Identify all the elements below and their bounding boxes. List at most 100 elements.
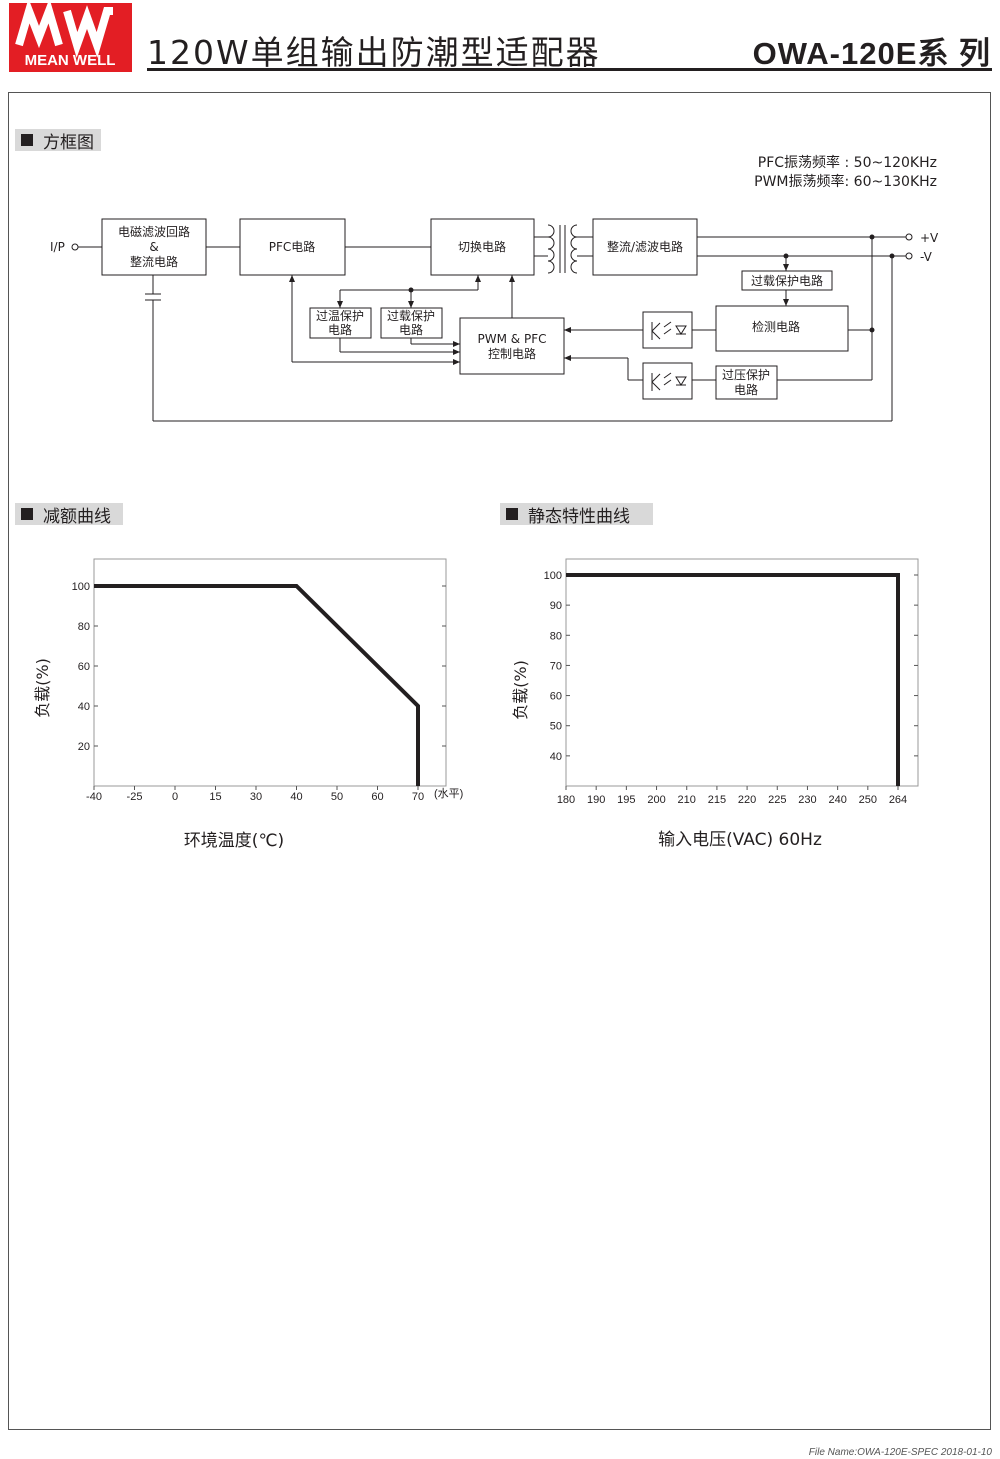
x-tick-label: 250: [859, 794, 877, 806]
section-static: 静态特性曲线: [500, 503, 653, 527]
y-tick-label: 40: [550, 751, 562, 763]
block-ovp: [715, 365, 778, 400]
frequency-notes: PFC振荡频率 : 50~120KHz PWM振荡频率: 60~130KHz: [730, 154, 937, 192]
x-tick-label: 264: [889, 794, 907, 806]
block-label: 过载保护电路: [751, 273, 823, 288]
y-tick-label: 60: [78, 661, 90, 673]
block-label: 切换电路: [458, 239, 506, 254]
x-tick-label: 0: [172, 791, 178, 803]
optocoupler-2: [642, 362, 693, 400]
block-label: 整流电路: [130, 254, 178, 269]
x-axis-ticks: -40 -25 0 15 30 40 50 60 70: [86, 786, 424, 803]
optocoupler-icon: [651, 321, 687, 340]
block-label: 电路: [328, 322, 352, 337]
x-tick-label: 195: [617, 794, 635, 806]
optocoupler-icon: [651, 372, 687, 391]
mean-well-logo: MEAN WELL: [9, 0, 132, 72]
x-tick-label: 225: [768, 794, 786, 806]
x-tick-label: 60: [371, 791, 383, 803]
x-tick-label: 215: [708, 794, 726, 806]
block-label: PFC电路: [269, 239, 316, 254]
section-title: 方框图: [43, 132, 94, 153]
y-tick-label: 20: [78, 741, 90, 753]
x-tick-label: 230: [798, 794, 816, 806]
block-label: 电路: [399, 322, 423, 337]
x-tick-label: 240: [828, 794, 846, 806]
y-tick-label: 90: [550, 600, 562, 612]
plot-frame: [93, 558, 447, 787]
block-olp-right: [741, 270, 833, 291]
square-bullet-icon: [21, 508, 33, 520]
content-frame: [8, 92, 991, 1430]
x-tick-label: 70: [412, 791, 424, 803]
block-label: 整流/滤波电路: [607, 239, 683, 254]
block-label: PWM & PFC: [478, 332, 547, 346]
y-tick-label: 50: [550, 721, 562, 733]
x-tick-label: 220: [738, 794, 756, 806]
block-pfc: [239, 218, 346, 276]
optocoupler-icons: [651, 321, 687, 391]
derating-curve: [94, 584, 420, 786]
y-tick-label: 60: [550, 691, 562, 703]
x-tick-label: -40: [86, 791, 102, 803]
block-label: 检测电路: [752, 319, 800, 334]
block-rectifier: [592, 218, 698, 276]
block-label: 过载保护: [387, 309, 435, 323]
pfc-frequency: PFC振荡频率 : 50~120KHz: [757, 155, 937, 171]
y-axis-label: 负载(%): [511, 660, 530, 720]
x-tick-label: 210: [678, 794, 696, 806]
x-tick-label: 40: [290, 791, 302, 803]
transformer-icon: [534, 224, 593, 274]
y-tick-label: 80: [78, 621, 90, 633]
square-bullet-icon: [21, 134, 33, 146]
x-axis-ticks: 180 190 195 200 210 215 220 225 230 240 250 264: [557, 786, 907, 806]
block-label: 控制电路: [488, 346, 536, 361]
logo-mw-mark: [15, 0, 113, 58]
series-title: OWA-120E系 列: [752, 36, 991, 71]
diagram-labels: I/P +V -V 电磁滤波回路 & 整流电路 PFC电路 切换电路 整流/滤波…: [50, 224, 939, 397]
x-unit-note: (水平): [434, 787, 463, 800]
y-axis-ticks: 20 40 60 80 100: [72, 581, 446, 753]
x-tick-label: 190: [587, 794, 605, 806]
y-tick-label: 80: [550, 630, 562, 642]
section-title: 静态特性曲线: [528, 506, 630, 527]
input-terminal: [71, 243, 79, 251]
y-tick-label: 70: [550, 660, 562, 672]
optocoupler-1: [642, 311, 693, 349]
plot-frame: [565, 558, 919, 787]
block-label: 过温保护: [316, 309, 364, 323]
terminals: [71, 233, 913, 260]
file-name-footer: File Name:OWA-120E-SPEC 2018-01-10: [808, 1447, 992, 1458]
x-tick-label: -25: [127, 791, 143, 803]
neg-output-label: -V: [920, 250, 933, 264]
block-label: &: [149, 240, 158, 254]
logo-text: MEAN WELL: [25, 52, 116, 69]
page-title: 120W单组输出防潮型适配器: [147, 33, 601, 72]
x-tick-label: 50: [331, 791, 343, 803]
x-axis-label: 环境温度(℃): [184, 831, 284, 851]
block-emi: [101, 218, 207, 276]
x-tick-label: 180: [557, 794, 575, 806]
square-bullet-icon: [506, 508, 518, 520]
neg-terminal: [905, 252, 913, 260]
y-tick-label: 100: [72, 581, 90, 593]
block-switch: [430, 218, 535, 276]
y-tick-label: 40: [78, 701, 90, 713]
x-tick-label: 200: [647, 794, 665, 806]
block-detect: [715, 305, 849, 352]
x-tick-label: 30: [250, 791, 262, 803]
block-diagram: I/P +V -V 电磁滤波回路 & 整流电路 PFC电路 切换电路 整流/滤波…: [50, 218, 939, 422]
block-label: 电路: [734, 382, 758, 397]
diagram-boxes: [101, 218, 849, 400]
block-otp: [309, 307, 372, 339]
pos-output-label: +V: [920, 231, 939, 245]
y-axis-label: 负载(%): [33, 658, 52, 718]
block-label: 电磁滤波回路: [118, 224, 190, 239]
x-tick-label: 15: [209, 791, 221, 803]
section-derating: 减额曲线: [15, 503, 123, 527]
pos-terminal: [905, 233, 913, 241]
static-curve: [566, 573, 900, 786]
header-rule: [147, 68, 992, 71]
